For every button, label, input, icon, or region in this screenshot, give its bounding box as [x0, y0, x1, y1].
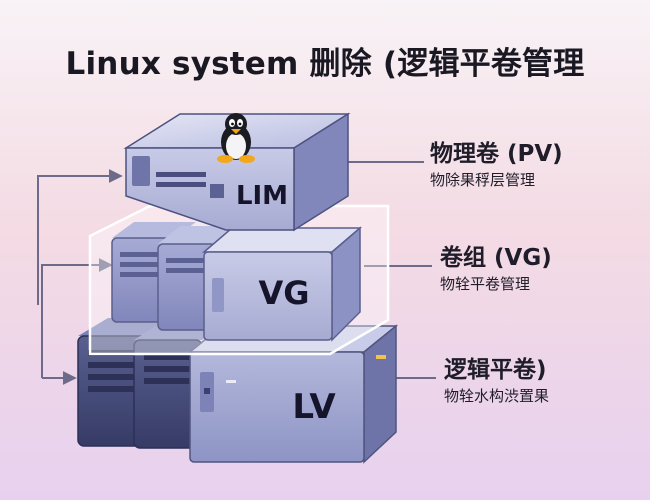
- drive-slots: [156, 172, 224, 198]
- vg-main-unit: VG: [201, 226, 363, 342]
- arrow-to-vg: [41, 258, 113, 378]
- page-title: Linux system 删除 (逻辑平卷管理: [65, 46, 585, 82]
- lim-top-block: LIM: [123, 112, 351, 232]
- lv-block-label: LV: [292, 387, 336, 427]
- lv-label-group: 逻辑平卷) 物辁水构渋置果: [444, 356, 549, 406]
- vg-layer: VG: [88, 204, 390, 356]
- vg-block-label: VG: [258, 274, 309, 312]
- lv-label-title: 逻辑平卷): [444, 357, 547, 383]
- vg-label-group: 卷组 (VG) 物辁平卷管理: [440, 244, 552, 294]
- pv-label-title: 物理卷 (PV): [430, 141, 563, 167]
- pv-label-group: 物理卷 (PV) 物除果稃层管理: [430, 140, 563, 190]
- lv-label-subtitle: 物辁水构渋置果: [444, 387, 550, 405]
- pv-label-subtitle: 物除果稃层管理: [430, 171, 536, 189]
- tux-penguin-icon: [217, 113, 255, 163]
- arrow-to-lim: [37, 169, 123, 305]
- vg-label-title: 卷组 (VG): [440, 245, 552, 271]
- left-connector-arrows: [37, 169, 123, 385]
- vg-label-subtitle: 物辁平卷管理: [440, 275, 531, 293]
- lv-main-unit: LV: [187, 324, 399, 464]
- lim-block-label: LIM: [236, 181, 288, 211]
- label-leader-lines: [348, 161, 436, 379]
